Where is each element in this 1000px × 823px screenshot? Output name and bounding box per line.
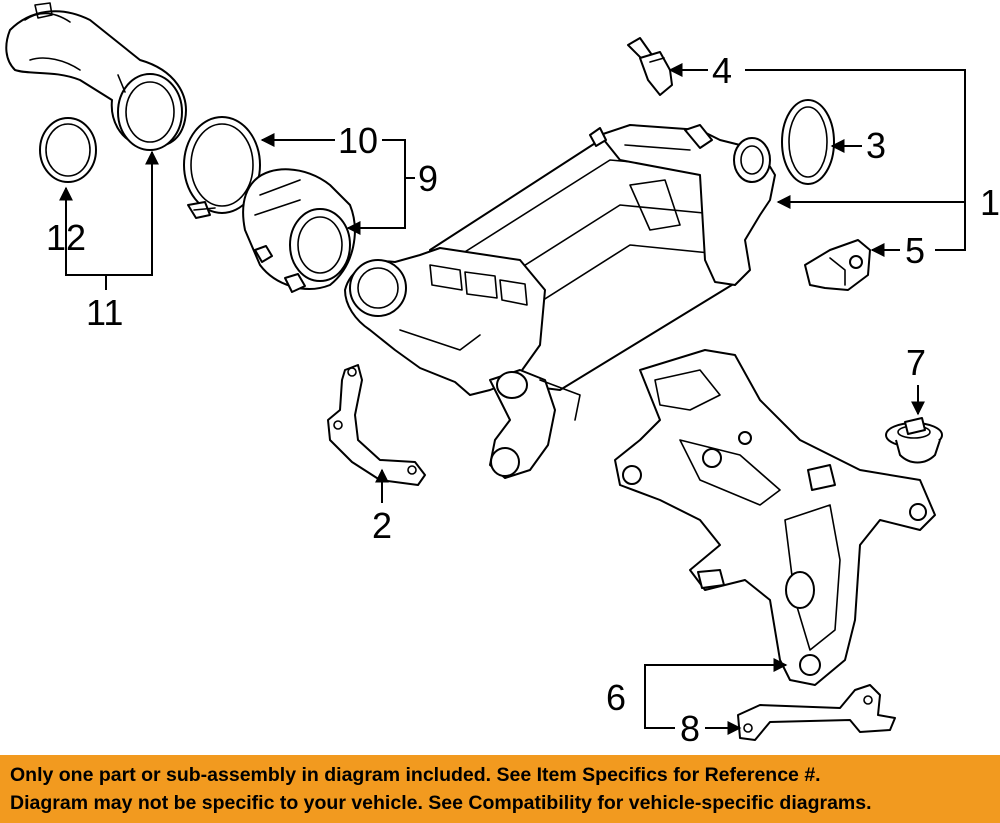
callout-3: 3	[866, 125, 886, 166]
coupler-part-9	[242, 168, 356, 293]
grommet-part-7	[885, 417, 943, 464]
callout-8: 8	[680, 708, 700, 749]
bracket-part-2	[327, 364, 426, 486]
parts-diagram: 1 2 3 4 5 6 7 8 9 10 11 12	[5, 2, 1000, 749]
disclaimer-line-2: Diagram may not be specific to your vehi…	[10, 792, 872, 814]
intercooler-part-1	[344, 124, 776, 479]
support-frame-part-6	[614, 349, 936, 686]
callout-7: 7	[906, 342, 926, 383]
disclaimer-banner: Only one part or sub-assembly in diagram…	[0, 755, 1000, 823]
callout-5: 5	[905, 230, 925, 271]
gasket-part-3	[781, 99, 835, 185]
callout-6: 6	[606, 677, 626, 718]
callout-4: 4	[712, 50, 732, 91]
callout-10: 10	[338, 120, 378, 161]
sensor-part-5	[804, 239, 871, 291]
sensor-part-4	[627, 37, 673, 96]
clamp-part-10	[183, 116, 261, 219]
callout-1: 1	[980, 182, 1000, 223]
disclaimer-line-1: Only one part or sub-assembly in diagram…	[10, 764, 821, 786]
callout-9: 9	[418, 158, 438, 199]
intake-hose-part-11	[5, 2, 187, 151]
callout-2: 2	[372, 505, 392, 546]
bracket-part-8	[737, 684, 896, 741]
callout-11: 11	[86, 292, 123, 333]
o-ring-part-12	[39, 117, 97, 183]
callout-12: 12	[46, 217, 86, 258]
